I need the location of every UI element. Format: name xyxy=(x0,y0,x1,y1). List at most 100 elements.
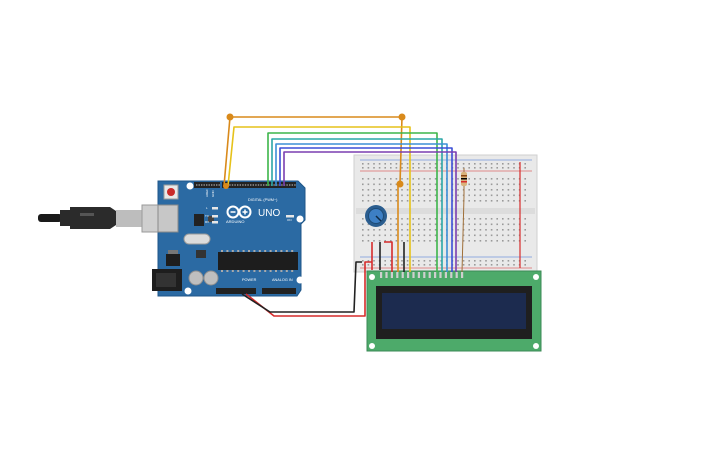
breadboard-hole xyxy=(406,229,409,231)
breadboard-hole xyxy=(429,194,431,197)
breadboard-hole xyxy=(367,167,370,169)
chip-pin xyxy=(280,270,283,272)
breadboard-hole xyxy=(395,194,398,197)
header-pin xyxy=(213,184,215,186)
chip-pin xyxy=(253,270,256,272)
breadboard-hole xyxy=(474,178,476,180)
chip-pin xyxy=(280,250,283,252)
header-pin xyxy=(291,184,293,186)
lcd-pin xyxy=(434,272,437,278)
breadboard-hole xyxy=(367,223,370,226)
breadboard-hole xyxy=(406,234,409,237)
breadboard-hole xyxy=(462,264,465,266)
chip-pin xyxy=(291,250,294,252)
breadboard-hole xyxy=(373,264,375,266)
breadboard-hole xyxy=(457,200,459,202)
breadboard-hole xyxy=(479,189,482,191)
header-pin xyxy=(273,184,275,186)
breadboard-hole xyxy=(524,178,526,180)
breadboard-hole xyxy=(406,260,409,262)
potentiometer-icon[interactable] xyxy=(365,205,387,227)
breadboard-hole xyxy=(412,260,414,262)
breadboard-hole xyxy=(434,234,437,237)
breadboard-hole xyxy=(412,234,414,237)
breadboard-hole xyxy=(378,200,381,202)
breadboard-hole xyxy=(434,223,437,226)
breadboard-hole xyxy=(406,183,409,186)
chip-pin xyxy=(285,250,288,252)
breadboard-hole xyxy=(496,178,498,180)
breadboard-hole xyxy=(418,183,420,186)
breadboard-hole xyxy=(395,167,398,169)
header-pin xyxy=(257,184,260,186)
resistor-icon[interactable] xyxy=(461,168,467,196)
wire-junction xyxy=(398,113,406,121)
breadboard-hole xyxy=(502,218,504,220)
breadboard-hole xyxy=(362,223,364,226)
breadboard-hole xyxy=(401,229,403,231)
header-pin xyxy=(216,184,218,186)
breadboard-hole xyxy=(401,200,403,202)
breadboard-hole xyxy=(390,260,392,262)
breadboard-hole xyxy=(412,218,414,220)
breadboard-hole xyxy=(362,183,364,186)
breadboard-hole xyxy=(390,229,392,231)
chip-pin xyxy=(275,250,277,252)
breadboard-hole xyxy=(524,264,526,266)
breadboard-hole xyxy=(373,178,375,180)
breadboard-hole xyxy=(390,189,392,191)
lcd-pin xyxy=(380,272,383,278)
chip-pin xyxy=(275,270,277,272)
breadboard-hole xyxy=(507,200,510,202)
lcd-display[interactable] xyxy=(366,270,542,352)
lcd-pin xyxy=(461,272,464,278)
wire-junction xyxy=(396,180,404,188)
breadboard-hole xyxy=(524,200,526,202)
breadboard-hole xyxy=(423,178,426,180)
breadboard-hole xyxy=(373,189,375,191)
breadboard-hole xyxy=(474,229,476,231)
breadboard-hole xyxy=(390,183,392,186)
breadboard-hole xyxy=(524,229,526,231)
breadboard-hole xyxy=(423,189,426,191)
breadboard-hole xyxy=(507,234,510,237)
breadboard-hole xyxy=(468,240,470,242)
header-pin xyxy=(203,184,205,186)
breadboard-hole xyxy=(367,264,370,266)
breadboard-hole xyxy=(384,264,386,266)
breadboard-hole xyxy=(513,183,515,186)
lcd-pin xyxy=(390,272,393,278)
header-pin xyxy=(289,184,291,186)
breadboard-hole xyxy=(418,223,420,226)
breadboard-hole xyxy=(457,240,459,242)
breadboard-hole xyxy=(395,189,398,191)
breadboard-hole xyxy=(496,229,498,231)
breadboard-hole xyxy=(507,264,510,266)
breadboard-hole xyxy=(457,178,459,180)
breadboard-hole xyxy=(468,264,470,266)
breadboard-hole xyxy=(390,234,392,237)
breadboard-hole xyxy=(434,200,437,202)
breadboard-hole xyxy=(490,183,493,186)
breadboard-hole xyxy=(378,234,381,237)
reset-button-icon[interactable] xyxy=(163,184,179,200)
chip-pin xyxy=(264,270,267,272)
breadboard-hole xyxy=(524,223,526,226)
breadboard-hole xyxy=(479,223,482,226)
breadboard-hole xyxy=(479,183,482,186)
breadboard-hole xyxy=(390,264,392,266)
breadboard-hole xyxy=(479,194,482,197)
breadboard-hole xyxy=(468,167,470,169)
breadboard-hole xyxy=(468,234,470,237)
breadboard-hole xyxy=(457,189,459,191)
breadboard-hole xyxy=(485,194,487,197)
breadboard-hole xyxy=(490,264,493,266)
arduino-uno-board[interactable]: UNO ARDUINO DIGITAL (PWM~) AREF GND L TX… xyxy=(152,180,306,297)
breadboard-hole xyxy=(507,260,510,262)
usb-cable-icon[interactable] xyxy=(38,204,179,233)
breadboard-hole xyxy=(462,260,465,262)
breadboard-hole xyxy=(462,234,465,237)
lcd-pin xyxy=(428,272,431,278)
breadboard-hole xyxy=(423,223,426,226)
